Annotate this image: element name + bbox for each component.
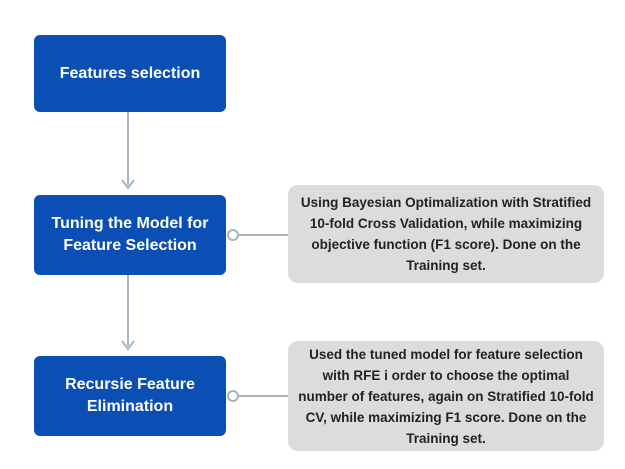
connector-dot-step2 xyxy=(227,229,239,241)
step-tuning-model: Tuning the Model for Feature Selection xyxy=(34,195,226,275)
note-text: Using Bayesian Optimalization with Strat… xyxy=(300,195,592,273)
step-recursive-feature-elimination: Recursie Feature Elimination xyxy=(34,356,226,436)
step-label: Tuning the Model for Feature Selection xyxy=(51,215,209,254)
note-text: Used the tuned model for feature selecti… xyxy=(298,346,594,446)
note-rfe-description: Used the tuned model for feature selecti… xyxy=(288,341,604,451)
note-bayesian-optimization: Using Bayesian Optimalization with Strat… xyxy=(288,185,604,283)
arrowhead-step3 xyxy=(121,340,135,351)
step-features-selection: Features selection xyxy=(34,35,226,112)
step-label: Features selection xyxy=(59,64,201,82)
step-label: Recursie Feature Elimination xyxy=(65,376,195,415)
connector-dot-step3 xyxy=(227,390,239,402)
arrowhead-step2 xyxy=(121,179,135,190)
